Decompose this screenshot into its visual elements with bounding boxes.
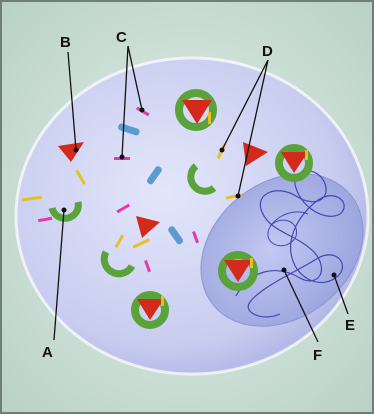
label-f: F	[313, 347, 322, 364]
label-e: E	[345, 317, 355, 334]
label-a: A	[42, 344, 53, 361]
label-b: B	[60, 34, 71, 51]
label-d: D	[262, 43, 273, 60]
label-c: C	[116, 29, 127, 46]
